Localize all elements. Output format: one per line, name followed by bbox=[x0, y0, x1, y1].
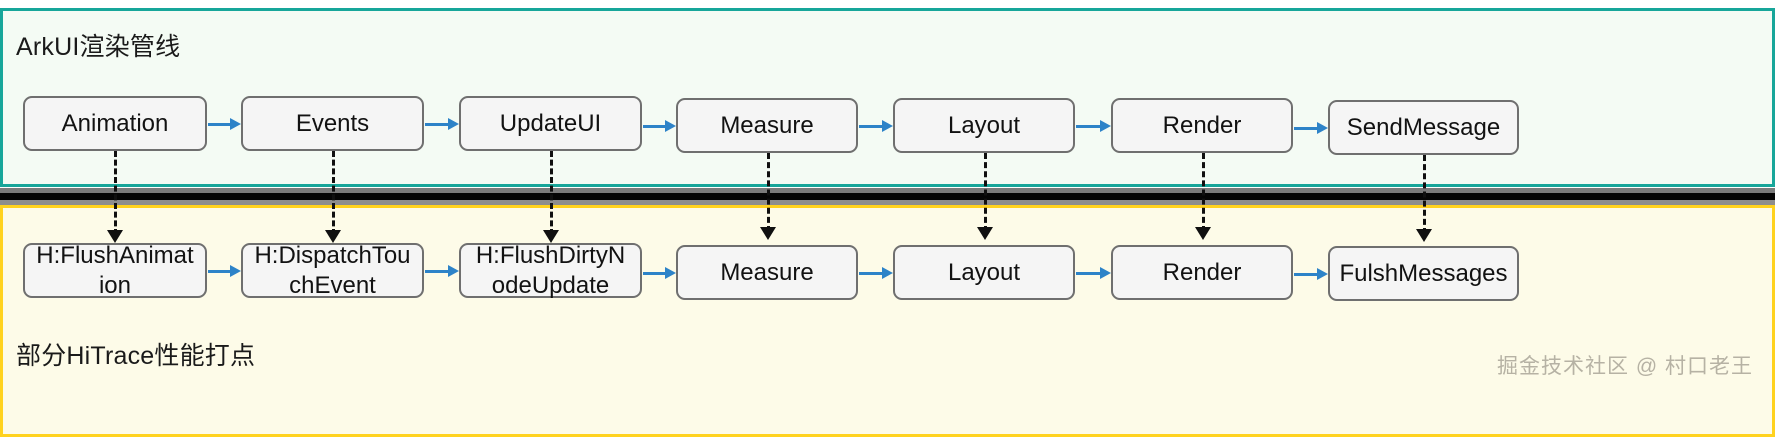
divider-gray-bottom bbox=[0, 200, 1775, 205]
pipeline-node-sendmessage[interactable]: SendMessage bbox=[1328, 100, 1519, 155]
hitrace-node-flushdirtynodeupdate-line1: H:FlushDirtyN bbox=[475, 241, 626, 269]
hitrace-node-flushdirtynodeupdate[interactable]: H:FlushDirtyN odeUpdate bbox=[459, 241, 642, 299]
arrow-layout-to-render bbox=[1076, 119, 1111, 133]
divider-gray-top bbox=[0, 188, 1775, 193]
dashed-link-sendmessage bbox=[1423, 155, 1426, 234]
arrow-hitrace-layout-to-render bbox=[1076, 266, 1111, 280]
hitrace-node-flushdirtynodeupdate-line2: odeUpdate bbox=[491, 271, 610, 299]
arrow-render-to-sendmessage bbox=[1294, 121, 1328, 135]
arrow-dispatchtouchevent-to-flushdirtynodeupdate bbox=[425, 264, 459, 278]
arrow-flushanimation-to-dispatchtouchevent bbox=[208, 264, 241, 278]
arrow-animation-to-events bbox=[208, 117, 241, 131]
divider-black bbox=[0, 193, 1775, 200]
dashed-arrowhead-sendmessage bbox=[1416, 229, 1432, 242]
hitrace-node-dispatchtouchevent[interactable]: H:DispatchTou chEvent bbox=[241, 241, 424, 299]
pipeline-node-layout[interactable]: Layout bbox=[893, 98, 1075, 153]
arrow-updateui-to-measure bbox=[643, 119, 676, 133]
arrow-hitrace-render-to-fulshmessages bbox=[1294, 267, 1328, 281]
arrow-hitrace-measure-to-layout bbox=[859, 266, 893, 280]
dashed-arrowhead-animation bbox=[107, 230, 123, 243]
hitrace-node-fulshmessages[interactable]: FulshMessages bbox=[1328, 246, 1519, 301]
dashed-link-updateui bbox=[550, 151, 553, 235]
arrow-measure-to-layout bbox=[859, 119, 893, 133]
hitrace-node-flushanimation-line2: ion bbox=[98, 271, 131, 299]
dashed-link-events bbox=[332, 151, 335, 235]
bottom-panel-title: 部分HiTrace性能打点 bbox=[16, 342, 256, 370]
top-panel-title: ArkUI渲染管线 bbox=[16, 33, 181, 61]
dashed-link-measure bbox=[767, 153, 770, 232]
hitrace-node-measure[interactable]: Measure bbox=[676, 245, 858, 300]
hitrace-node-dispatchtouchevent-line1: H:DispatchTou bbox=[254, 241, 411, 269]
pipeline-node-events[interactable]: Events bbox=[241, 96, 424, 151]
panel-divider-band bbox=[0, 188, 1775, 205]
dashed-arrowhead-updateui bbox=[543, 230, 559, 243]
arrow-flushdirtynodeupdate-to-measure bbox=[643, 266, 676, 280]
pipeline-node-measure[interactable]: Measure bbox=[676, 98, 858, 153]
hitrace-node-flushanimation-line1: H:FlushAnimat bbox=[36, 241, 194, 269]
dashed-link-render bbox=[1202, 153, 1205, 232]
hitrace-node-render[interactable]: Render bbox=[1111, 245, 1293, 300]
pipeline-node-updateui[interactable]: UpdateUI bbox=[459, 96, 642, 151]
dashed-link-layout bbox=[984, 153, 987, 232]
dashed-link-animation bbox=[114, 151, 117, 235]
hitrace-node-flushanimation[interactable]: H:FlushAnimat ion bbox=[23, 241, 207, 299]
pipeline-node-animation[interactable]: Animation bbox=[23, 96, 207, 151]
hitrace-node-layout[interactable]: Layout bbox=[893, 245, 1075, 300]
dashed-arrowhead-render bbox=[1195, 227, 1211, 240]
watermark-text: 掘金技术社区 @ 村口老王 bbox=[1497, 355, 1753, 378]
dashed-arrowhead-measure bbox=[760, 227, 776, 240]
dashed-arrowhead-events bbox=[325, 230, 341, 243]
hitrace-node-dispatchtouchevent-line2: chEvent bbox=[289, 271, 376, 299]
pipeline-node-render[interactable]: Render bbox=[1111, 98, 1293, 153]
dashed-arrowhead-layout bbox=[977, 227, 993, 240]
arrow-events-to-updateui bbox=[425, 117, 459, 131]
